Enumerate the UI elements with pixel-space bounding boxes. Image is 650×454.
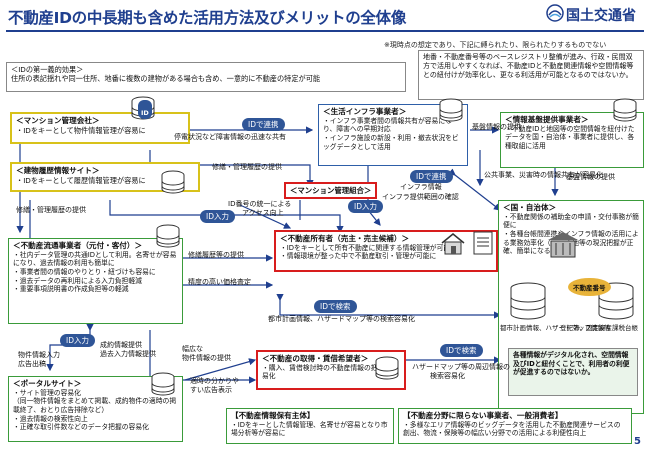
distribution-line: ・重要事項説明書の作成負担等の軽減 [13, 285, 129, 294]
label-repair-hist: 修繕・管理履歴の提供 [16, 206, 86, 214]
owner-title: ＜不動産所有者（売主・売主候補）＞ [280, 234, 410, 243]
registry-db-label: 登記簿、固定資産課税台帳 [560, 324, 638, 332]
holder-box: 【不動産情報保有主体】 ・IDをキーとした情報管理、名寄せが容易となり市場分析等… [226, 408, 394, 444]
label-hazard2: 検索容易化 [430, 372, 465, 380]
base-registry-box: 地番・不動産番号等のベースレジストリ整備が進み、行政・民間双方で活用しやすくなれ… [418, 50, 644, 100]
general-box: 【不動産分野に限らない事業者、一般消費者】 ・多様なエリア情報等のビッグデータを… [398, 408, 632, 444]
label-wide-info2: 物件情報の提供 [182, 354, 231, 362]
mansion-company-line: ・IDをキーとして物件情報管理が容易に [16, 125, 146, 135]
spatial-provider-title: ＜情報基盤提供事業者＞ [505, 115, 589, 124]
label-timely2: すい広告表示 [190, 386, 232, 394]
label-basic-info: 基盤情報の提供 [472, 123, 521, 131]
owner-line: ・情報環境が整った中で不動産取引・管理が可能に [280, 252, 437, 261]
infra-line: ・インフラ施設の新設・利用・撤去状況をビッグデータとして活用 [323, 134, 459, 151]
infra-title: ＜生活インフラ事業者＞ [323, 107, 407, 116]
government-building-icon [546, 230, 580, 260]
mlit-logo [546, 4, 646, 26]
fudosan-bango-badge: 不動産番号 [568, 278, 611, 296]
label-past-input: 過去入力情報提供 [100, 350, 156, 358]
distribution-line: ・過去データの再利用による入力負担軽減 [13, 276, 142, 285]
title-rule [6, 30, 644, 32]
holder-line: ・IDをキーとした情報管理、名寄せが容易となり市場分析等が容易に [231, 420, 388, 438]
building-history-line: ・IDをキーとして履歴情報管理が容易に [16, 175, 146, 185]
label-stop-info: 停電状況など障害情報の迅速な共有 [174, 133, 286, 141]
building-history-title: ＜建物履歴情報サイト＞ [16, 166, 100, 175]
renkei-pill: IDで連携 [410, 170, 453, 183]
city-plan-db-label: 都市計画情報、ハザードマップ情報等 [500, 324, 611, 332]
portal-title: ＜ポータルサイト＞ [13, 379, 82, 388]
label-timely: 適時の分かりや [190, 377, 239, 385]
database-icon [438, 98, 463, 122]
label-property-input: 物件情報入力 [18, 351, 60, 359]
id-badge: ID [138, 100, 152, 119]
label-contract-info: 成約情報提供 [100, 341, 142, 349]
city-plan-database [508, 282, 548, 322]
label-hazard: ハザードマップ等の周辺情報の [412, 363, 510, 371]
label-access-up: アクセス向上 [242, 209, 284, 217]
portal-line: ・過去情報の検索性向上 [13, 414, 88, 423]
label-infra-range: インフラ提供範囲の確認 [382, 193, 459, 201]
label-basic-info2: 基盤情報の提供 [566, 173, 615, 181]
label-repair-hist2: 修繕履歴等の提供 [188, 251, 244, 259]
spatial-provider-box: ＜情報基盤提供事業者＞ ・不動産IDと地図等の空間情報を紐付けたデータを国・自治… [500, 112, 644, 168]
portal-line: ・サイト管理の容易化 [13, 388, 81, 397]
disclaimer-note: ※現時点の想定であり、下記に縛られたり、限られたりするものでない [384, 41, 607, 49]
buyer-line: ・購入、賃借検討時の不動産情報の把握の容易化 [262, 363, 398, 381]
database-icon [150, 372, 175, 396]
spatial-provider-line: ・不動産IDと地図等の空間情報を紐付けたデータを国・自治体・事業者に提供し、各種… [505, 124, 635, 151]
distribution-line: ・社内データ管理の共通IDとして利用。名寄せが容易になり、過去情報の利用も簡単に [13, 250, 177, 268]
ministry-name: 国土交通省 [566, 8, 636, 24]
id-input-pill: ID入力 [348, 200, 383, 213]
page-title: 不動産IDの中長期も含めた活用方法及びメリットの全体像 [8, 9, 407, 27]
general-line: ・多様なエリア情報等のビッグデータを活用した不動産関連サービスの創出、物流・保険… [403, 420, 621, 438]
mansion-union-label: ＜マンション管理組合＞ [284, 182, 378, 199]
id-input-pill: ID入力 [200, 210, 235, 223]
label-infra-info: インフラ情報 [400, 183, 442, 191]
label-ad-cost: 広告出稿 [18, 360, 46, 368]
page-number: 5 [634, 436, 641, 447]
label-precise-price: 精度の高い価格査定 [188, 278, 251, 286]
infra-line: ・インフラ事業者間の情報共有が容易になり、障害への早期対応 [323, 116, 452, 134]
portal-line: ・正確な取引件数などのデータ把握の容易化 [13, 423, 149, 432]
owner-line: ・IDをキーとして所有不動産に関連する情報管理が可能に [280, 243, 457, 252]
renkei-pill: IDで連携 [242, 118, 285, 131]
distribution-box: ＜不動産流通事業者（元付・客付）＞ ・社内データ管理の共通IDとして利用。名寄せ… [8, 238, 183, 324]
label-repair-mgmt: 修繕・管理履歴の提供 [212, 163, 282, 171]
holder-title: 【不動産情報保有主体】 [231, 411, 315, 420]
mansion-company-box: ＜マンション管理会社＞ ・IDをキーとして物件情報管理が容易に [10, 112, 190, 144]
document-icon [470, 230, 496, 256]
buyer-title: ＜不動産の取得・賃借希望者＞ [262, 354, 369, 363]
portal-line: （同一物件情報をまとめて掲載、成約物件の適時の掲載終了、おとり広告排除など） [13, 397, 177, 415]
distribution-title: ＜不動産流通事業者（元付・客付）＞ [13, 241, 143, 250]
first-effect-heading: ＜IDの第一義的効果＞ [11, 65, 84, 74]
buyer-box: ＜不動産の取得・賃借希望者＞ ・購入、賃借検討時の不動産情報の把握の容易化 [256, 350, 406, 390]
database-icon [374, 356, 399, 380]
database-icon [612, 98, 637, 122]
database-icon [160, 170, 185, 194]
id-input-pill: ID入力 [60, 334, 95, 347]
distribution-line: ・事業者間の情報のやりとり・紐づけも容易に [13, 268, 156, 277]
first-effect-body: 住所の表記揺れや同一住所、地番に複数の建物がある場合も含め、一意的に不動産の特定… [11, 74, 321, 84]
mansion-company-title: ＜マンション管理会社＞ [16, 116, 100, 125]
label-id-unify: ID番号の統一による [228, 200, 292, 208]
label-wide-info: 幅広な [182, 345, 203, 353]
database-icon [155, 224, 180, 248]
government-line: ・不動産関係の補助金の申請・交付事務が簡便に [503, 212, 639, 230]
general-title: 【不動産分野に限らない事業者、一般消費者】 [403, 411, 563, 420]
registry-note-box: 各種情報がデジタル化され、空間情報及びIDと紐付くことで、利用者の利便が促進する… [508, 348, 638, 396]
first-effect-box: ＜IDの第一義的効果＞ 住所の表記揺れや同一住所、地番に複数の建物がある場合も含… [6, 62, 406, 92]
mlit-emblem-icon [546, 4, 564, 22]
government-title: ＜国・自治体＞ [503, 203, 557, 212]
id-search-pill: IDで検索 [314, 300, 357, 313]
id-search-pill: IDで検索 [440, 344, 483, 357]
label-public-info: 公共事業、災害時の情報共有が容易化 [484, 171, 603, 179]
house-icon [440, 232, 466, 256]
label-urban-plan: 都市計画情報、ハザードマップ等の検索容易化 [268, 315, 415, 323]
